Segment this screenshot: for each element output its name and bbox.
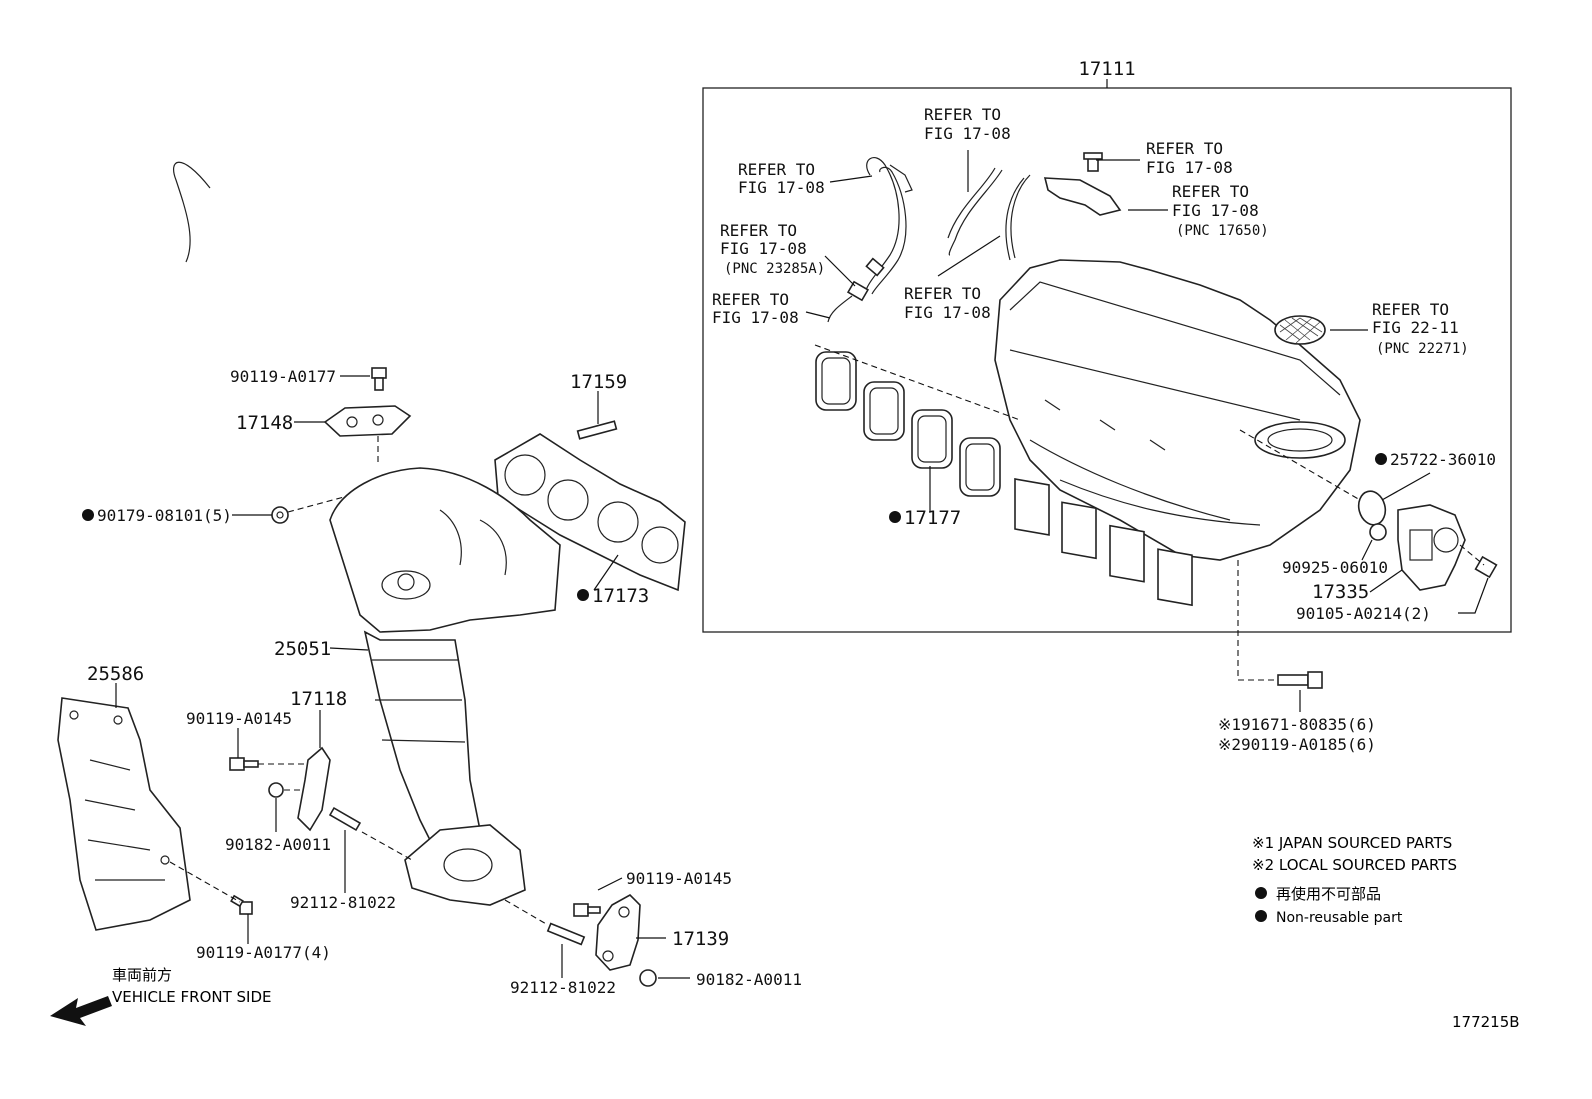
intake-gasket[interactable] [815,351,1001,497]
o-ring-25722[interactable] [1355,488,1389,528]
label-17118[interactable]: 17118 [290,688,347,710]
refer-callout-1: REFER TO FIG 17-08 [738,160,825,197]
label-92112-81022-right[interactable]: 92112-81022 [510,978,616,997]
vacuum-switching-valve-17335[interactable] [1397,504,1466,591]
svg-text:REFER TO: REFER TO [712,290,789,309]
legend-dot-jp [1255,887,1267,899]
vsv-bracket[interactable] [1043,152,1122,216]
label-90925-06010[interactable]: 90925-06010 [1282,558,1388,577]
legend-non-reusable-jp: 再使用不可部品 [1276,885,1381,903]
svg-text:FIG 17-08: FIG 17-08 [1172,201,1259,220]
svg-text:FIG 17-08: FIG 17-08 [1146,158,1233,177]
vacuum-hose[interactable] [947,167,1031,261]
nut-90182-a0011-left[interactable] [268,782,284,798]
refer-callout-6: REFER TO FIG 17-08 [1146,139,1233,177]
stud-92112-left[interactable] [328,806,362,832]
label-90105-A0214[interactable]: 90105-A0214(2) [1296,604,1431,623]
svg-text:REFER TO: REFER TO [904,284,981,303]
label-90182-A0011-left[interactable]: 90182-A0011 [225,835,331,854]
legend-japan-sourced: ※1 JAPAN SOURCED PARTS [1252,834,1452,852]
svg-text:REFER TO: REFER TO [924,105,1001,124]
intake-manifold[interactable] [994,259,1361,607]
heat-insulator-25586[interactable] [57,697,191,931]
svg-text:REFER TO: REFER TO [1146,139,1223,158]
gasket-90925[interactable] [1369,523,1387,541]
svg-text:(PNC 17650): (PNC 17650) [1176,223,1269,239]
label-90182-A0011-right[interactable]: 90182-A0011 [696,970,802,989]
front-label-en: VEHICLE FRONT SIDE [112,988,272,1006]
label-191671-80835[interactable]: ※191671-80835(6) [1218,715,1376,734]
svg-text:FIG 17-08: FIG 17-08 [924,124,1011,143]
label-17111[interactable]: 17111 [1078,58,1135,80]
refer-callout-4: REFER TO FIG 17-08 [924,105,1011,143]
legend: ※1 JAPAN SOURCED PARTS ※2 LOCAL SOURCED … [1252,834,1457,926]
svg-text:(PNC 22271): (PNC 22271) [1376,341,1469,357]
front-arrow-icon [50,996,112,1026]
stud-17159[interactable] [576,420,618,440]
svg-text:FIG 17-08: FIG 17-08 [720,239,807,258]
svg-text:FIG 17-08: FIG 17-08 [738,178,825,197]
label-17173[interactable]: 17173 [592,585,649,607]
refer-callout-8: REFER TO FIG 22-11 (PNC 22271) [1372,300,1469,357]
vehicle-front-indicator: 車両前方 VEHICLE FRONT SIDE [50,966,272,1026]
svg-text:FIG 22-11: FIG 22-11 [1372,318,1459,337]
refer-callout-5: REFER TO FIG 17-08 [904,284,991,322]
bolt-90119-a0145-right[interactable] [573,903,601,917]
label-290119-A0185[interactable]: ※290119-A0185(6) [1218,735,1376,754]
legend-dot-en [1255,910,1267,922]
front-label-jp: 車両前方 [112,966,172,984]
label-25586[interactable]: 25586 [87,663,144,685]
label-90119-A0145-right[interactable]: 90119-A0145 [626,869,732,888]
svg-text:FIG 17-08: FIG 17-08 [712,308,799,327]
legend-non-reusable-en: Non-reusable part [1276,910,1403,926]
heat-insulator-17148[interactable] [323,405,412,437]
bolt-90119-a0145-left[interactable] [229,757,259,771]
label-17148[interactable]: 17148 [236,412,293,434]
label-90119-A0177[interactable]: 90119-A0177 [230,367,336,386]
pcv-hose[interactable] [172,157,913,323]
nut-90179[interactable] [271,506,289,524]
svg-text:REFER TO: REFER TO [738,160,815,179]
svg-text:FIG 17-08: FIG 17-08 [904,303,991,322]
svg-text:REFER TO: REFER TO [1372,300,1449,319]
svg-text:REFER TO: REFER TO [1172,182,1249,201]
label-17159[interactable]: 17159 [570,371,627,393]
manifold-bolt[interactable] [1277,671,1323,689]
label-17139[interactable]: 17139 [672,928,729,950]
bracket-17139[interactable] [595,894,641,971]
stud-92112-right[interactable] [546,922,586,946]
label-25722-36010[interactable]: 25722-36010 [1390,450,1496,469]
bracket-17118[interactable] [297,746,331,832]
refer-callout-2: REFER TO FIG 17-08 (PNC 23285A) [720,221,825,277]
bolt-90119-a0177[interactable] [371,367,387,391]
mesh-filter[interactable] [1274,315,1326,345]
legend-local-sourced: ※2 LOCAL SOURCED PARTS [1252,856,1457,874]
svg-text:(PNC 23285A): (PNC 23285A) [724,261,825,277]
label-90119-A0177-4[interactable]: 90119-A0177(4) [196,943,331,962]
figure-id: 177215B [1452,1013,1520,1031]
label-17177[interactable]: 17177 [904,507,961,529]
svg-text:REFER TO: REFER TO [720,221,797,240]
refer-callout-3: REFER TO FIG 17-08 [712,290,799,327]
label-90179-08101[interactable]: 90179-08101(5) [97,506,232,525]
exhaust-manifold-25051[interactable] [329,467,561,906]
refer-callout-7: REFER TO FIG 17-08 (PNC 17650) [1172,182,1269,239]
nut-90182-a0011-right[interactable] [639,969,657,987]
label-90119-A0145-left[interactable]: 90119-A0145 [186,709,292,728]
bolt-90105[interactable] [1474,555,1498,579]
label-25051[interactable]: 25051 [274,638,331,660]
label-92112-81022-left[interactable]: 92112-81022 [290,893,396,912]
label-17335[interactable]: 17335 [1312,581,1369,603]
